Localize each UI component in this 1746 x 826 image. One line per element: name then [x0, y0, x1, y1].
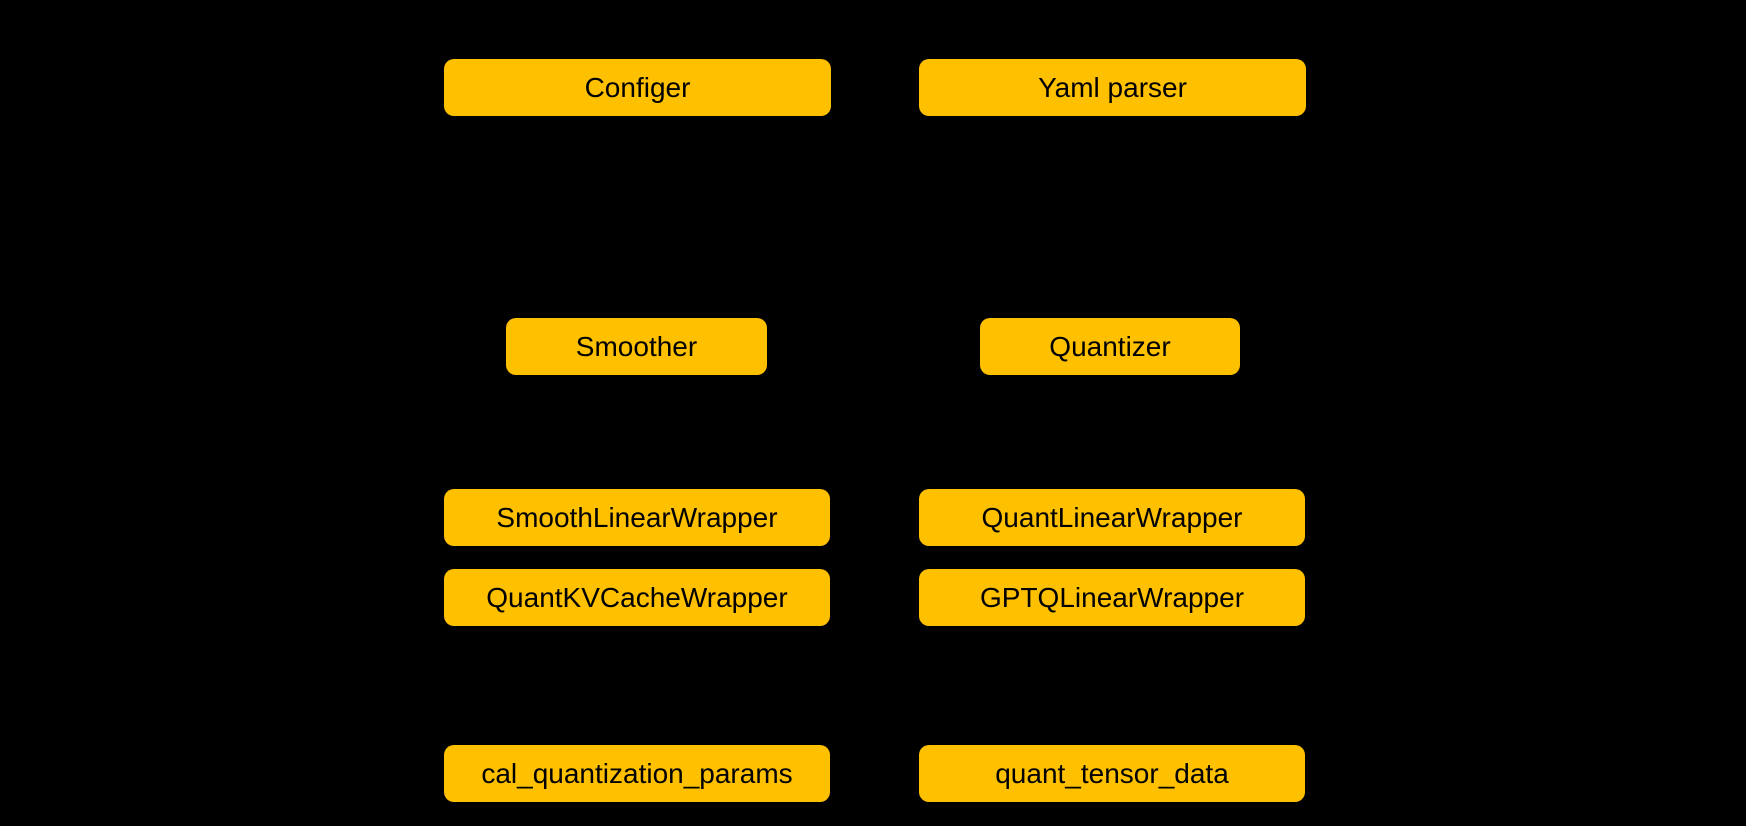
node-configer: Configer	[444, 59, 831, 116]
node-cal-quantization-params: cal_quantization_params	[444, 745, 830, 802]
node-gptq-linear-wrapper: GPTQLinearWrapper	[919, 569, 1305, 626]
node-yaml-parser: Yaml parser	[919, 59, 1306, 116]
node-quant-tensor-data: quant_tensor_data	[919, 745, 1305, 802]
node-quant-kvcache-wrapper: QuantKVCacheWrapper	[444, 569, 830, 626]
node-smooth-linear-wrapper: SmoothLinearWrapper	[444, 489, 830, 546]
node-quant-linear-wrapper: QuantLinearWrapper	[919, 489, 1305, 546]
node-quantizer: Quantizer	[980, 318, 1240, 375]
node-smoother: Smoother	[506, 318, 767, 375]
